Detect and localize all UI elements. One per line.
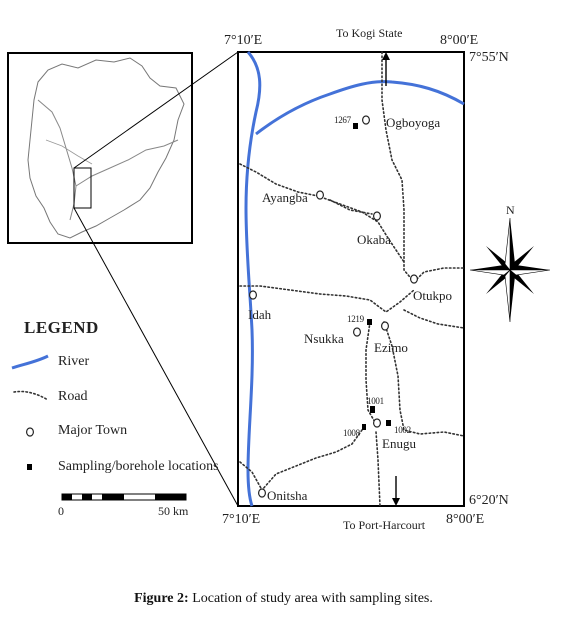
sampling-markers	[353, 123, 391, 430]
town-marker-enugu	[373, 418, 382, 428]
south-exit-arrow	[392, 476, 400, 506]
town-label-okaba: Okaba	[357, 232, 391, 247]
town-marker-okaba	[373, 211, 382, 221]
north-exit-arrow	[382, 52, 390, 86]
figure-caption: Figure 2: Location of study area with sa…	[0, 591, 567, 607]
town-marker-nsukka	[353, 327, 362, 337]
legend-title: LEGEND	[24, 318, 99, 337]
site-marker-1001	[370, 406, 375, 413]
road-west-south	[239, 461, 263, 491]
coord-right-top: 7°55′N	[469, 50, 509, 65]
coord-bottom-right: 8°00′E	[446, 512, 485, 527]
site-label-1267: 1267	[334, 115, 351, 125]
town-label-otukpo: Otukpo	[413, 288, 452, 303]
north-letter: N	[506, 203, 515, 217]
scale-end-label: 50 km	[158, 504, 189, 518]
road-ezimo-south	[383, 321, 465, 437]
road-nsukka-enugu	[365, 321, 377, 425]
legend-label-road: Road	[58, 389, 88, 404]
town-label-idah: Idah	[248, 307, 272, 322]
town-marker-idah	[249, 290, 258, 300]
river-benue	[255, 80, 465, 136]
roads	[239, 51, 465, 507]
leader-line-bottom	[73, 207, 239, 507]
site-label-1002: 1002	[394, 425, 411, 435]
legend-site-symbol	[27, 464, 32, 470]
town-label-ogboyoga: Ogboyoga	[386, 115, 441, 130]
legend-symbols	[11, 354, 49, 470]
coord-right-bottom: 6°20′N	[469, 493, 509, 508]
town-label-enugu: Enugu	[382, 436, 416, 451]
road-ayangba	[239, 163, 405, 263]
coord-top-right: 8°00′E	[440, 33, 479, 48]
legend-town-symbol	[26, 427, 35, 437]
road-idah-east	[239, 285, 415, 313]
road-enugu-onitsha	[261, 429, 363, 491]
inset-frame	[7, 52, 193, 244]
town-markers	[249, 115, 419, 498]
inset-map	[7, 52, 193, 244]
site-label-1008: 1008	[343, 428, 360, 438]
south-exit-label: To Port-Harcourt	[343, 518, 426, 532]
caption-text: Location of study area with sampling sit…	[192, 591, 433, 606]
town-marker-ayangba	[316, 190, 325, 200]
legend-label-site: Sampling/borehole locations	[58, 459, 219, 474]
main-map-frame	[237, 51, 465, 507]
town-marker-otukpo	[410, 274, 419, 284]
caption-label: Figure 2:	[134, 591, 189, 606]
coord-top-left: 7°10′E	[224, 33, 263, 48]
town-marker-ezimo	[381, 321, 390, 331]
road-otukpo	[413, 267, 465, 283]
town-marker-ogboyoga	[362, 115, 371, 125]
road-okaba-west	[329, 199, 373, 215]
inset-river-benue	[75, 139, 179, 187]
legend-river-symbol	[11, 354, 49, 370]
legend-label-river: River	[58, 354, 90, 369]
site-marker-1002	[386, 420, 391, 426]
road-north	[381, 51, 415, 283]
town-label-ezimo: Ezimo	[374, 340, 408, 355]
town-label-nsukka: Nsukka	[304, 331, 344, 346]
town-label-ayangba: Ayangba	[262, 190, 308, 205]
site-marker-1267	[353, 123, 358, 129]
leader-line-top	[73, 51, 239, 169]
site-label-1001: 1001	[367, 396, 384, 406]
town-marker-onitsha	[258, 488, 267, 498]
road-south-exit	[375, 431, 381, 507]
scale-start-label: 0	[58, 504, 64, 518]
north-exit-label: To Kogi State	[336, 26, 403, 40]
site-marker-1219	[367, 319, 372, 325]
road-east-spur	[403, 309, 465, 329]
compass-rose	[469, 217, 551, 323]
river-niger	[244, 51, 262, 507]
town-label-onitsha: Onitsha	[267, 488, 308, 503]
site-marker-1008	[362, 424, 366, 430]
legend-road-symbol	[13, 390, 49, 401]
study-area-box	[73, 167, 92, 209]
coord-bottom-left: 7°10′E	[222, 512, 261, 527]
nigeria-outline	[27, 57, 185, 239]
site-label-1219: 1219	[347, 314, 364, 324]
scale-bar	[61, 493, 187, 501]
legend-label-town: Major Town	[58, 423, 128, 438]
